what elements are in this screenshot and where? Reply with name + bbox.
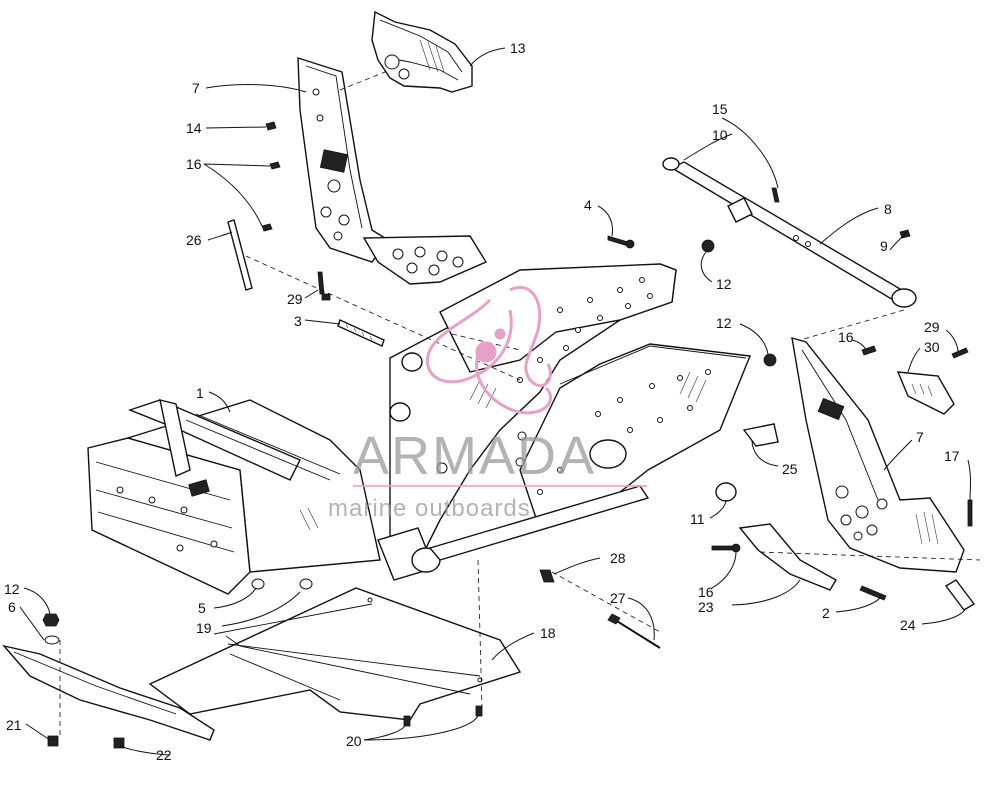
callout-13: 13 <box>510 40 526 56</box>
callout-22: 22 <box>156 747 172 763</box>
part-24-bracket <box>944 579 976 611</box>
callout-17: 17 <box>944 448 960 464</box>
callout-23: 23 <box>698 599 714 615</box>
part-1-chassis <box>87 263 751 595</box>
part-6-washer <box>44 635 60 645</box>
part-13-housing <box>371 10 473 93</box>
callout-12: 12 <box>4 581 20 597</box>
callout-18: 18 <box>540 625 556 641</box>
part-19-washer <box>299 578 313 590</box>
part-17-bolt <box>967 499 973 527</box>
part-25-clip <box>742 423 779 447</box>
callout-7: 7 <box>916 429 924 445</box>
part-5-washer <box>251 578 265 590</box>
callout-21: 21 <box>6 717 22 733</box>
part-3-strip <box>337 319 385 347</box>
part-11-plug <box>715 482 737 502</box>
callout-16: 16 <box>186 156 202 172</box>
part-12-nut-lower <box>42 613 60 627</box>
part-16-screw-lower <box>711 543 741 553</box>
part-16-screws-upper <box>261 161 281 232</box>
callout-10: 10 <box>712 127 728 143</box>
part-12-nut-right <box>763 353 777 367</box>
callout-leaders <box>19 47 971 756</box>
part-29-bolt-right <box>951 347 969 359</box>
callout-1: 1 <box>196 385 204 401</box>
callout-5: 5 <box>198 600 206 616</box>
armada-logo-icon <box>425 286 553 415</box>
callout-30: 30 <box>924 339 940 355</box>
watermark-brand: ARMADA <box>353 426 596 486</box>
callout-15: 15 <box>712 101 728 117</box>
part-16-screw-right <box>861 345 877 356</box>
part-26-rod <box>227 219 253 291</box>
part-28-clip <box>539 569 555 583</box>
armada-watermark: ARMADA marine outboards <box>328 286 647 522</box>
callout-8: 8 <box>884 201 892 217</box>
part-12-nut-upper <box>701 239 715 253</box>
callout-24: 24 <box>900 617 916 633</box>
callout-11: 11 <box>690 511 705 527</box>
part-29-bolt-upper <box>317 271 331 301</box>
part-20-screws <box>403 705 483 727</box>
watermark-tagline: marine outboards <box>328 495 531 522</box>
callout-2: 2 <box>822 605 830 621</box>
part-22-bumper <box>2 644 215 741</box>
callout-27: 27 <box>610 590 626 606</box>
callout-20: 20 <box>346 733 362 749</box>
part-7-steering-support-right <box>791 337 965 573</box>
callout-26: 26 <box>186 232 202 248</box>
part-23-plate <box>738 523 837 591</box>
callout-19: 19 <box>196 620 212 636</box>
callout-9: 9 <box>880 238 888 254</box>
part-27-cable <box>607 613 661 649</box>
callout-12: 12 <box>716 315 732 331</box>
part-7-steering-support-upper <box>297 57 488 285</box>
callout-25: 25 <box>782 461 798 477</box>
callout-14: 14 <box>186 120 202 136</box>
callout-28: 28 <box>610 550 626 566</box>
callout-7: 7 <box>192 80 200 96</box>
part-21-screw <box>47 735 59 747</box>
part-8-steering-shaft <box>662 157 917 308</box>
callout-4: 4 <box>584 197 592 213</box>
part-18-skid-plate <box>148 587 522 721</box>
callout-16: 16 <box>838 329 854 345</box>
callout-labels: 13 7 14 16 26 29 3 1 15 10 8 4 9 12 12 1… <box>4 40 960 763</box>
part-30-bracket <box>896 371 955 415</box>
callout-3: 3 <box>294 313 302 329</box>
part-14-screw <box>265 121 277 131</box>
part-2-pin <box>859 585 887 601</box>
callout-16: 16 <box>698 584 714 600</box>
part-4-bolt <box>607 235 635 249</box>
callout-29: 29 <box>924 319 940 335</box>
callout-6: 6 <box>8 599 16 615</box>
callout-29: 29 <box>287 291 303 307</box>
assembly-guide-lines <box>59 69 981 736</box>
callout-12: 12 <box>716 276 732 292</box>
